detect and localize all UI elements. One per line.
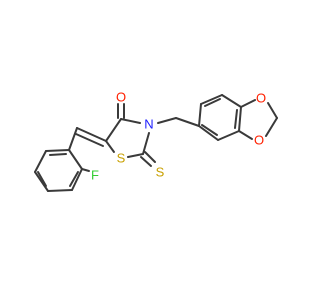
bond-bz-inner-1 [204,98,221,107]
bond-c2-s-double-a [144,151,156,163]
bond-dioxole-top-ch2 [267,102,278,119]
bond-c4-n3 [120,118,141,124]
bond-vinyl-ring [68,127,78,151]
bond-bz-inner-2 [234,109,238,129]
nitrogen-label: N [144,117,153,132]
molecule-diagram: O N S S F O O [34,89,278,192]
bond-dioxole-bottom-c [238,130,253,140]
sulfur-thione-label: S [156,165,165,180]
oxygen-dioxole-top-label: O [256,91,266,106]
bond-bz-a [198,103,202,127]
bond-n3-c2 [142,132,150,155]
bond-ph-c3-c4 [47,189,73,192]
bond-c2-s1 [127,153,144,158]
bond-ph-inner-3 [49,153,67,156]
bond-ph-inner-2 [37,171,47,187]
bond-c5-vinyl-a [76,127,107,142]
bond-ch2-aryl [175,117,200,127]
bond-ph-c5-c6 [34,150,47,173]
bond-bz-inner-3 [201,124,218,136]
bond-bz-d [238,106,242,132]
bond-c2-s-double-b [140,156,152,167]
structure-drawing: O N S S F O O [34,90,278,192]
sulfur-ring-label: S [117,151,126,166]
bond-n-ch2 [157,117,177,124]
bond-ph-c2-c3 [71,168,83,191]
bonds [34,94,278,192]
oxygen-carbonyl-label: O [116,90,126,105]
fluorine-label: F [91,168,99,183]
bond-bz-e [217,130,240,141]
bond-c-f [81,168,90,172]
bond-ph-c6-c1 [45,149,70,152]
bond-bz-b [200,94,223,105]
bond-c5-vinyl-b [75,133,104,147]
bond-ph-c1-c2 [68,149,83,170]
atom-labels: O N S S F O O [91,90,266,183]
bond-dioxole-bottom-ch2 [265,117,278,137]
bond-ph-c4-c5 [34,171,49,192]
bond-bz-f [198,125,219,141]
bond-bz-c [221,94,242,108]
oxygen-dioxole-bottom-label: O [254,133,264,148]
bond-s1-c5 [105,140,115,153]
bond-c4-c5 [105,118,122,142]
bond-dioxole-top-c [240,99,256,108]
bond-ph-inner-1 [69,171,79,187]
